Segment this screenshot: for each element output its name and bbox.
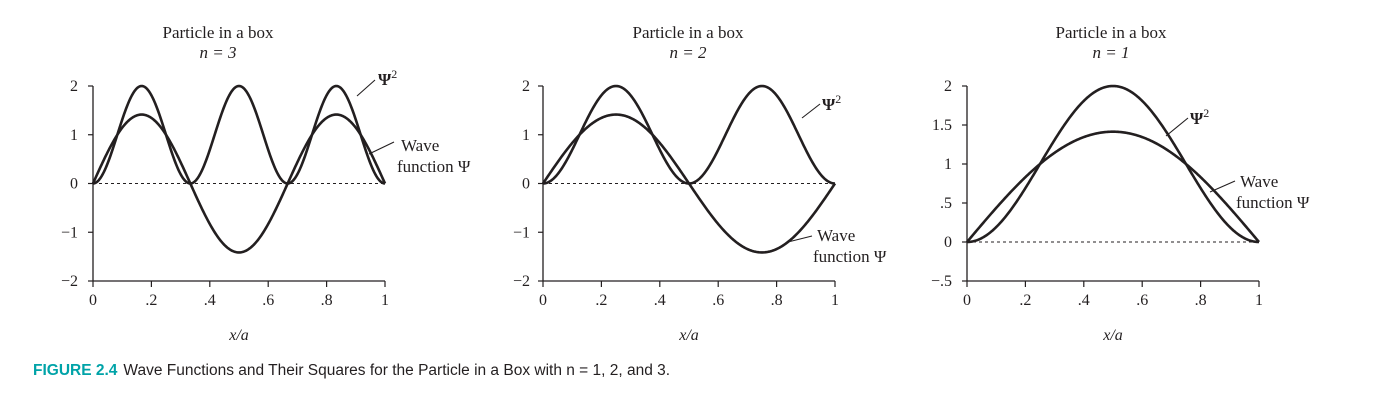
x-tick-label: .8 (1195, 292, 1207, 309)
wave-function-curve (541, 113, 837, 254)
y-tick-label: −1 (61, 224, 78, 241)
y-tick-label: −.5 (931, 273, 952, 290)
chart-title: Particle in a box (633, 23, 744, 42)
x-tick-label: .4 (1078, 292, 1090, 309)
x-tick-label: .8 (771, 292, 783, 309)
wave-function-leader (787, 235, 813, 243)
x-tick-label: .6 (712, 292, 724, 309)
x-tick-label: 1 (831, 292, 839, 309)
y-tick-label: 1 (522, 127, 530, 144)
x-axis-label: x/a (228, 327, 249, 344)
figure-caption-text: Wave Functions and Their Squares for the… (123, 362, 671, 379)
psi-squared-leader (356, 79, 376, 97)
x-tick-label: 0 (89, 292, 97, 309)
x-axis-label: x/a (1102, 327, 1123, 344)
x-tick-label: .2 (145, 292, 157, 309)
psi-squared-curve (966, 84, 1260, 244)
chart-subtitle: n = 3 (200, 43, 237, 62)
x-tick-label: .4 (204, 292, 216, 309)
y-tick-label: 2 (944, 78, 952, 95)
x-tick-label: .6 (262, 292, 274, 309)
psi-squared-label: Ψ2 (378, 67, 397, 89)
x-tick-label: 1 (381, 292, 389, 309)
psi-squared-curve (92, 84, 386, 185)
psi-squared-leader (1165, 117, 1189, 137)
figure-caption-label: FIGURE 2.4 (33, 362, 118, 379)
chart-subtitle: n = 1 (1093, 43, 1130, 62)
psi-squared-curve (542, 84, 836, 185)
x-tick-label: 0 (963, 292, 971, 309)
psi-squared-label: Ψ2 (822, 92, 841, 114)
chart-title: Particle in a box (1056, 23, 1167, 42)
wave-function-leader (368, 141, 395, 155)
y-tick-label: −2 (513, 273, 530, 290)
y-tick-label: 0 (70, 176, 78, 193)
y-tick-label: 1 (70, 127, 78, 144)
x-tick-label: .6 (1136, 292, 1148, 309)
y-tick-label: 2 (70, 78, 78, 95)
wave-function-leader (1209, 180, 1236, 193)
x-tick-label: 1 (1255, 292, 1263, 309)
x-axis-label: x/a (678, 327, 699, 344)
x-tick-label: .8 (321, 292, 333, 309)
psi-squared-label: Ψ2 (1190, 106, 1209, 128)
y-tick-label: 2 (522, 78, 530, 95)
x-tick-label: .2 (1019, 292, 1031, 309)
y-tick-label: 1 (944, 156, 952, 173)
y-tick-label: −2 (61, 273, 78, 290)
y-tick-label: 1.5 (932, 117, 952, 134)
psi-squared-leader (801, 103, 821, 119)
x-tick-label: .4 (654, 292, 666, 309)
wave-function-curve (966, 130, 1260, 243)
y-tick-label: .5 (940, 195, 952, 212)
y-tick-label: −1 (513, 224, 530, 241)
chart-title: Particle in a box (163, 23, 274, 42)
y-tick-label: 0 (944, 234, 952, 251)
figure-caption: FIGURE 2.4 Wave Functions and Their Squar… (33, 362, 670, 380)
wave-function-curve (91, 113, 387, 254)
x-tick-label: 0 (539, 292, 547, 309)
x-tick-label: .2 (595, 292, 607, 309)
chart-subtitle: n = 2 (670, 43, 707, 62)
y-tick-label: 0 (522, 176, 530, 193)
